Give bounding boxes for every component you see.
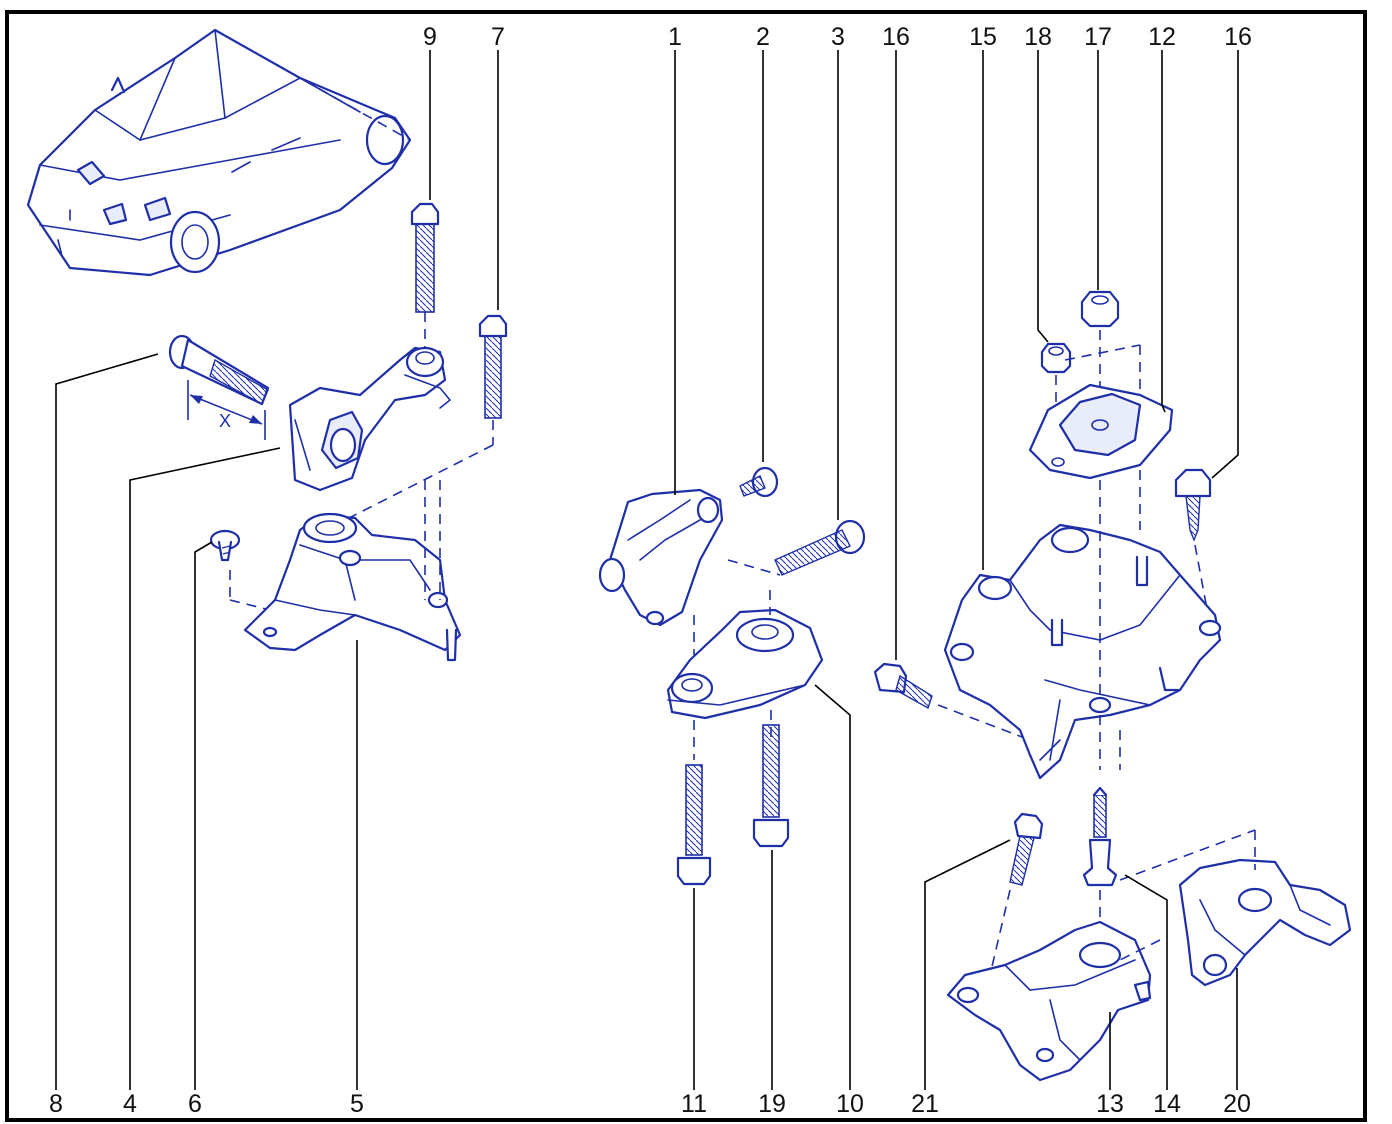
bolt-11 [676,764,712,886]
nut-18 [1040,342,1072,374]
bracket-13 [946,920,1152,1082]
bolt-6 [209,529,241,562]
bolt-7 [478,314,508,419]
callout-2: 2 [756,23,770,51]
gearbox-mount-15 [943,523,1222,780]
dimension-x: X [187,380,266,440]
dimension-x-label: X [219,411,231,431]
callout-17: 17 [1084,23,1112,51]
bolt-8 [168,334,270,406]
callout-9: 9 [423,23,437,51]
bolt-2 [739,466,779,498]
bolt-16-left [873,662,933,710]
vehicle-location-illustration [26,28,412,277]
rubber-pad-12 [1028,383,1174,480]
callout-4: 4 [123,1090,137,1118]
callout-15: 15 [969,23,997,51]
callout-8: 8 [49,1090,63,1118]
nut-17 [1080,290,1120,328]
callout-19: 19 [758,1090,786,1118]
bolt-21 [1009,812,1044,886]
callout-10: 10 [836,1090,864,1118]
bolt-19 [752,724,790,848]
callout-21: 21 [911,1090,939,1118]
callout-13: 13 [1096,1090,1124,1118]
stud-14 [1082,786,1118,887]
torque-rod-10 [666,608,824,720]
bracket-1 [598,488,724,627]
bolt-16-right [1174,468,1212,542]
callout-3: 3 [831,23,845,51]
bottom-callouts: 8 4 6 5 11 19 10 21 13 14 20 [49,1090,1251,1118]
leader-lines [55,50,1239,1090]
callout-16-top-right: 16 [1224,23,1252,51]
callout-20: 20 [1223,1090,1251,1118]
callout-18: 18 [1024,23,1052,51]
bolt-9 [410,202,440,313]
callout-5: 5 [350,1090,364,1118]
bracket-20 [1178,858,1352,987]
callout-16-top-left: 16 [882,23,910,51]
callout-14: 14 [1153,1090,1181,1118]
callout-11: 11 [681,1090,707,1118]
bolt-3 [774,519,866,576]
callout-1: 1 [668,23,682,51]
diagram-frame [5,10,1367,1122]
callout-12: 12 [1148,23,1176,51]
engine-mount-bracket-5 [243,512,462,662]
callout-6: 6 [188,1090,202,1118]
top-callouts: 9 7 1 2 3 16 15 18 17 12 16 [423,23,1252,51]
torque-rod-4 [288,346,452,492]
callout-7: 7 [491,23,505,51]
